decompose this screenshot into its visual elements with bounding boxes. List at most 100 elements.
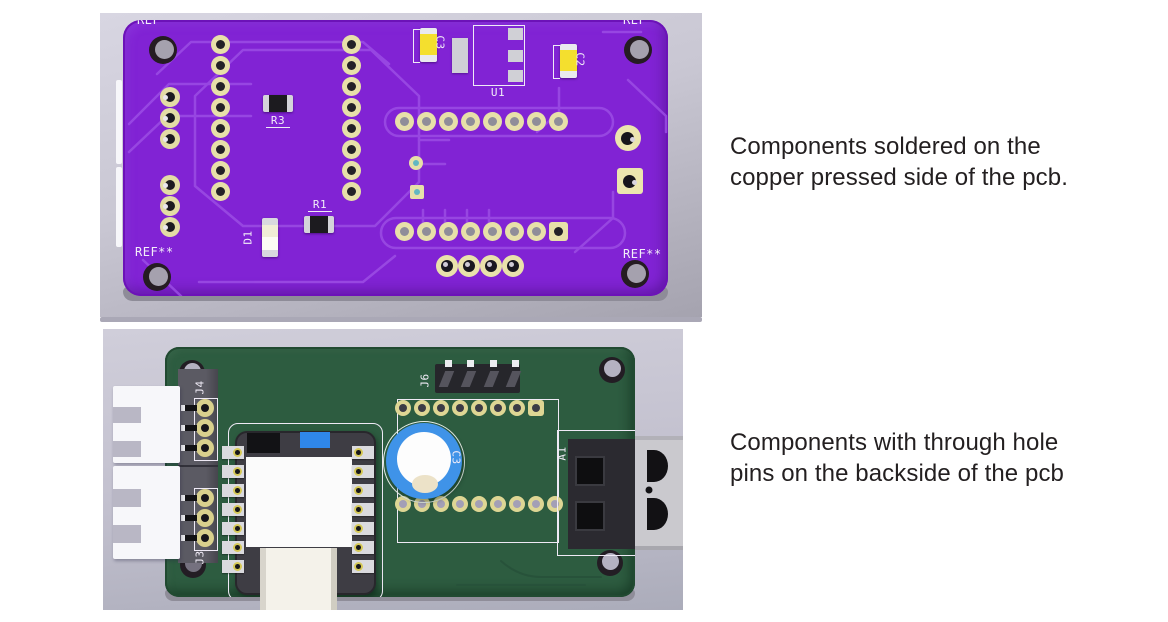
jst-connector-j3	[113, 466, 180, 559]
copper-traces	[127, 30, 668, 296]
pad	[395, 496, 411, 512]
pad	[528, 496, 544, 512]
green-traces	[456, 560, 602, 586]
u1-pad	[508, 50, 523, 62]
connector-pin-pad	[181, 529, 214, 547]
through-hole-pad	[505, 112, 524, 131]
through-hole-pad	[342, 140, 361, 159]
soldered-pin-pad	[458, 255, 480, 277]
label-a1: A1	[555, 446, 569, 461]
label-r3: R3	[266, 114, 290, 128]
label-c3: C3	[433, 35, 447, 50]
pad	[414, 400, 430, 416]
label-j6: J6	[418, 373, 432, 388]
caption-bottom-line2: pins on the backside of the pcb	[730, 460, 1064, 487]
connector-pin-pad	[181, 419, 214, 437]
connector-edge	[116, 167, 122, 247]
module-pin	[222, 560, 244, 573]
module-pin	[222, 522, 244, 535]
through-hole-pad	[342, 77, 361, 96]
j4-pads	[181, 399, 214, 457]
module-pin	[222, 503, 244, 516]
caption-bottom: Components with through hole pins on the…	[730, 427, 1082, 489]
through-hole-pad	[211, 182, 230, 201]
module-pin	[352, 503, 374, 516]
pad-row-upper	[395, 112, 568, 131]
pad	[490, 496, 506, 512]
pin-pad	[160, 217, 180, 237]
ref-label-top-left: REF	[137, 20, 161, 27]
through-hole-pad	[527, 112, 546, 131]
through-hole-pad	[342, 98, 361, 117]
through-hole-pad	[483, 112, 502, 131]
through-hole-pad	[342, 182, 361, 201]
via	[409, 156, 423, 170]
pad	[395, 400, 411, 416]
module-pin	[352, 560, 374, 573]
resistor-r1	[304, 216, 334, 233]
square-pad	[528, 400, 544, 416]
through-hole-pad	[211, 77, 230, 96]
capacitor-c2	[560, 44, 577, 78]
through-hole-pad	[439, 112, 458, 131]
mounting-hole	[599, 357, 625, 383]
connector-notch	[113, 407, 141, 423]
through-hole-pad	[395, 112, 414, 131]
soldered-pin-pad-round	[615, 125, 641, 151]
u1-pad	[508, 70, 523, 82]
module-pin	[222, 484, 244, 497]
module-pin	[222, 446, 244, 459]
through-hole-pad	[211, 35, 230, 54]
module-pin	[222, 465, 244, 478]
caption-top-line2: copper pressed side of the pcb.	[730, 164, 1068, 191]
connector-pin-pad	[181, 509, 214, 527]
soldered-pin-pad-square	[617, 168, 643, 194]
connector-pin-pad	[181, 489, 214, 507]
mounting-hole	[621, 260, 649, 288]
ref-label-bottom-right: REF**	[623, 247, 662, 261]
mounting-hole	[624, 36, 652, 64]
header-pin-tip	[490, 360, 497, 367]
terminal-opening	[647, 450, 668, 482]
module-pin	[352, 446, 374, 459]
green-pcb: J4 J3 J6 C3 A1	[165, 347, 635, 597]
through-hole-pad	[483, 222, 502, 241]
pad	[471, 496, 487, 512]
pin-pad	[160, 196, 180, 216]
ref-label-bottom-left: REF**	[135, 245, 174, 259]
terminal-lug	[575, 456, 605, 486]
connector-pin-pad	[181, 439, 214, 457]
module-pin	[352, 465, 374, 478]
through-hole-pad	[461, 112, 480, 131]
module-pin	[352, 541, 374, 554]
ref-label-top-right: REF	[623, 20, 647, 27]
pad	[490, 400, 506, 416]
module-pins-right	[352, 446, 374, 573]
through-hole-pad	[549, 112, 568, 131]
connector-notch	[113, 489, 141, 507]
module-blue-component	[300, 432, 330, 448]
connector-seam	[178, 465, 218, 467]
label-j3: J3	[193, 550, 207, 565]
pad-column-left	[211, 35, 230, 201]
through-hole-pad	[211, 98, 230, 117]
through-hole-pad	[211, 161, 230, 180]
label-c2: C2	[573, 52, 587, 67]
terminal-block-face	[635, 436, 683, 550]
header-pin-tip	[512, 360, 519, 367]
through-hole-pad	[211, 140, 230, 159]
usb-connector	[260, 548, 337, 610]
through-hole-pad	[417, 112, 436, 131]
capacitor-c3	[420, 28, 437, 62]
connector-pin-pad	[181, 399, 214, 417]
header-pin-tip	[467, 360, 474, 367]
module-label	[246, 457, 352, 547]
pad	[452, 496, 468, 512]
pin-pad	[160, 108, 180, 128]
pad-column-right	[342, 35, 361, 201]
pad	[509, 400, 525, 416]
jst-connector-j4	[113, 386, 180, 463]
mounting-hole	[597, 550, 623, 576]
square-pad	[549, 222, 568, 241]
through-hole-pad	[505, 222, 524, 241]
